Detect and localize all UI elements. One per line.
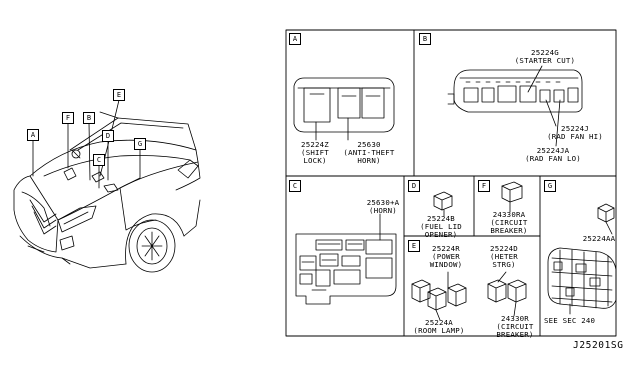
part-number: 24330R — [501, 314, 529, 323]
part-label-24330r: 24330R (CIRCUIT BREAKER) — [490, 315, 540, 339]
part-description: (SHIFT — [301, 148, 329, 157]
part-label-25224j: 25224J (RAD FAN HI) — [540, 125, 610, 141]
panel-e-letter: E — [408, 240, 420, 252]
panel-e-relays — [411, 271, 527, 321]
part-description: (CIRCUIT — [496, 322, 534, 331]
panel-g-junction-box — [547, 203, 617, 315]
vehicle-illustration — [13, 99, 201, 273]
part-number: 25224B — [427, 214, 455, 223]
part-label-25224z: 25224Z (SHIFT LOCK) — [292, 141, 338, 165]
callout-tag-f: F — [62, 112, 74, 124]
panel-borders — [285, 29, 617, 337]
part-description: OPENER) — [424, 230, 458, 239]
part-number: 25224G — [531, 48, 559, 57]
part-number: 25224R — [432, 244, 460, 253]
part-number: 25224Z — [301, 140, 329, 149]
part-description: (CIRCUIT — [490, 218, 528, 227]
panel-a-relay-bracket — [293, 77, 395, 141]
panel-d-letter: D — [408, 180, 420, 192]
panel-b-letter: B — [419, 33, 431, 45]
part-description: (STARTER CUT) — [514, 56, 576, 65]
part-number: 24330RA — [492, 210, 526, 219]
part-label-25224ja: 25224JA (RAD FAN LO) — [518, 147, 588, 163]
part-label-25224g: 25224G (STARTER CUT) — [508, 49, 582, 65]
part-number: 25224JA — [536, 146, 570, 155]
panel-a-letter: A — [289, 33, 301, 45]
panel-c-fuse-box — [295, 213, 397, 305]
part-description: (POWER — [432, 252, 460, 261]
panel-f-breaker — [501, 181, 523, 213]
panel-g-letter: G — [544, 180, 556, 192]
part-label-25224r: 25224R (POWER WINDOW) — [418, 245, 474, 269]
part-label-25630: 25630 (ANTI-THEFT HORN) — [340, 141, 398, 165]
callout-tag-g: G — [134, 138, 146, 150]
see-section-note: SEE SEC 240 — [544, 316, 596, 325]
part-label-25224a: 25224A (ROOM LAMP) — [406, 319, 472, 335]
part-description: (RAD FAN HI) — [547, 132, 603, 141]
part-number: 25224A — [425, 318, 453, 327]
part-description: WINDOW) — [429, 260, 463, 269]
callout-tag-e: E — [113, 89, 125, 101]
part-label-25224aa: 25224AA — [582, 235, 616, 243]
panel-f-letter: F — [478, 180, 490, 192]
diagram-id: J25201SG — [573, 340, 624, 351]
part-description: STRG) — [492, 260, 516, 269]
part-description: LOCK) — [303, 156, 327, 165]
part-label-25630a: 25630+A (HORN) — [358, 199, 408, 215]
part-description: (ANTI-THEFT — [343, 148, 395, 157]
part-label-25224d: 25224D (HETER STRG) — [476, 245, 532, 269]
part-number: 25630+A — [366, 198, 400, 207]
part-number: 25224D — [490, 244, 518, 253]
part-description: (RAD FAN LO) — [525, 154, 581, 163]
callout-tag-b: B — [83, 112, 95, 124]
panel-d-relay — [433, 191, 453, 217]
part-description: HORN) — [357, 156, 381, 165]
callout-tag-d: D — [102, 130, 114, 142]
panel-b-relay-box — [447, 65, 583, 147]
part-description: (HORN) — [369, 206, 397, 215]
panel-c-letter: C — [289, 180, 301, 192]
callout-tag-c: C — [93, 154, 105, 166]
part-description: (HETER — [490, 252, 518, 261]
part-number: 25630 — [357, 140, 381, 149]
part-number: 25224J — [561, 124, 589, 133]
part-description: BREAKER) — [496, 330, 534, 339]
part-description: BREAKER) — [490, 226, 528, 235]
part-label-24330ra: 24330RA (CIRCUIT BREAKER) — [478, 211, 540, 235]
callout-tag-a: A — [27, 129, 39, 141]
part-description: (FUEL LID — [420, 222, 462, 231]
part-number: 25224AA — [582, 234, 616, 243]
part-label-25224b: 25224B (FUEL LID OPENER) — [412, 215, 470, 239]
part-description: (ROOM LAMP) — [413, 326, 465, 335]
